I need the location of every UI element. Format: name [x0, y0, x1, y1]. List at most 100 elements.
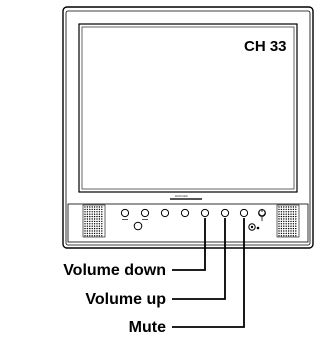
remote-sensor-icon	[248, 223, 260, 231]
speaker-hole	[84, 206, 86, 208]
speaker-hole	[89, 211, 91, 213]
speaker-hole	[278, 230, 280, 232]
speaker-hole	[278, 208, 280, 211]
speaker-hole	[292, 215, 295, 218]
speaker-hole	[91, 232, 93, 235]
speaker-hole	[290, 227, 292, 230]
speaker-hole	[93, 223, 96, 225]
select-button[interactable]	[140, 208, 150, 218]
speaker-hole	[283, 235, 285, 237]
speaker-hole	[98, 227, 101, 230]
speaker-hole	[91, 227, 93, 230]
speaker-hole	[283, 213, 285, 215]
speaker-hole	[101, 227, 103, 230]
speaker-hole	[290, 208, 292, 211]
speaker-hole	[101, 232, 103, 235]
speaker-hole	[93, 206, 96, 208]
speaker-hole	[285, 235, 287, 237]
power-icon[interactable]	[258, 208, 266, 221]
speaker-hole	[98, 232, 101, 235]
speaker-hole	[287, 213, 290, 215]
speaker-hole	[89, 220, 91, 223]
speaker-hole	[283, 220, 285, 223]
speaker-hole	[292, 230, 295, 232]
channel-up-button[interactable]	[180, 208, 190, 218]
speaker-hole	[295, 218, 297, 220]
speaker-hole	[96, 218, 98, 220]
speaker-hole	[278, 227, 280, 230]
mute-button[interactable]	[239, 208, 249, 218]
speaker-hole	[285, 208, 287, 211]
speaker-hole	[84, 230, 86, 232]
speaker-hole	[91, 220, 93, 223]
speaker-hole	[86, 223, 89, 225]
brand-text: RANGER	[175, 194, 188, 198]
speaker-hole	[280, 211, 283, 213]
volume-up-button[interactable]	[220, 208, 230, 218]
speaker-hole	[91, 223, 93, 225]
speaker-hole	[292, 227, 295, 230]
speaker-hole	[96, 230, 98, 232]
speaker-hole	[283, 232, 285, 235]
speaker-hole	[91, 211, 93, 213]
speaker-hole	[292, 218, 295, 220]
speaker-hole	[287, 220, 290, 223]
speaker-hole	[89, 232, 91, 235]
speaker-hole	[89, 235, 91, 237]
speaker-hole	[283, 223, 285, 225]
speaker-hole	[295, 208, 297, 211]
speaker-hole	[280, 232, 283, 235]
speaker-hole	[283, 230, 285, 232]
speaker-hole	[290, 206, 292, 208]
speaker-hole	[98, 211, 101, 213]
brand-logo	[170, 198, 202, 200]
speaker-hole	[285, 223, 287, 225]
speaker-hole	[280, 235, 283, 237]
speaker-hole	[290, 225, 292, 227]
speaker-hole	[287, 235, 290, 237]
monitor-inner-frame	[65, 10, 311, 246]
channel-down-button[interactable]	[160, 208, 170, 218]
speaker-hole	[93, 213, 96, 215]
speaker-hole	[287, 211, 290, 213]
speaker-hole	[290, 230, 292, 232]
speaker-hole	[285, 220, 287, 223]
input-button[interactable]	[133, 221, 143, 231]
speaker-hole	[287, 230, 290, 232]
speaker-hole	[290, 235, 292, 237]
menu-button[interactable]	[120, 208, 130, 218]
speaker-hole	[295, 206, 297, 208]
speaker-hole	[295, 220, 297, 223]
speaker-hole	[84, 225, 86, 227]
speaker-hole	[84, 220, 86, 223]
speaker-hole	[89, 227, 91, 230]
speaker-hole	[84, 208, 86, 211]
speaker-hole	[96, 220, 98, 223]
screen	[78, 23, 298, 193]
speaker-hole	[295, 230, 297, 232]
speaker-hole	[96, 206, 98, 208]
speaker-hole	[287, 206, 290, 208]
speaker-hole	[96, 235, 98, 237]
volume-down-button[interactable]	[200, 208, 210, 218]
speaker-hole	[96, 227, 98, 230]
speaker-hole	[280, 227, 283, 230]
speaker-hole	[101, 208, 103, 211]
speaker-hole	[292, 235, 295, 237]
speaker-hole	[285, 213, 287, 215]
speaker-hole	[285, 232, 287, 235]
speaker-hole	[278, 232, 280, 235]
speaker-hole	[280, 218, 283, 220]
speaker-hole	[283, 211, 285, 213]
speaker-hole	[278, 213, 280, 215]
speaker-hole	[278, 206, 280, 208]
speaker-hole	[93, 208, 96, 211]
speaker-hole	[98, 235, 101, 237]
speaker-hole	[93, 220, 96, 223]
speaker-hole	[292, 225, 295, 227]
speaker-hole	[280, 230, 283, 232]
speaker-hole	[84, 223, 86, 225]
speaker-hole	[89, 208, 91, 211]
speaker-hole	[283, 218, 285, 220]
